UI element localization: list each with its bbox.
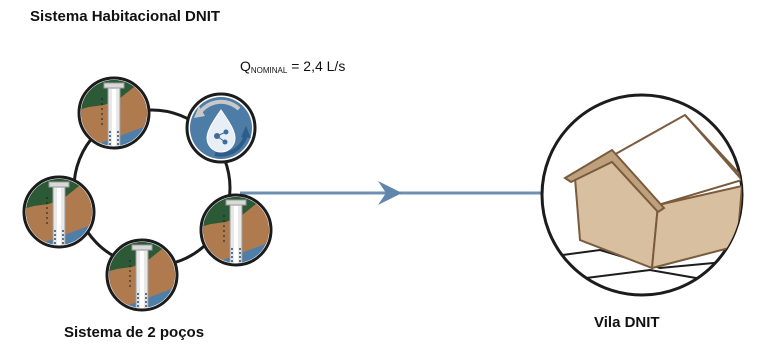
- well-icon-top: [74, 73, 154, 155]
- flow-subscript: NOMINAL: [250, 66, 288, 75]
- flow-arrow-icon: [378, 181, 402, 205]
- house-caption: Vila DNIT: [594, 314, 660, 331]
- page-title: Sistema Habitacional DNIT: [30, 8, 221, 25]
- flow-symbol: Q: [240, 58, 251, 74]
- flow-value: = 2,4 L/s: [287, 58, 346, 74]
- well-icon-right: [196, 190, 276, 272]
- wells-caption: Sistema de 2 poços: [64, 324, 205, 341]
- treatment-icon: [185, 92, 257, 164]
- well-icon-left: [19, 172, 99, 254]
- well-icon-bottom: [102, 235, 182, 317]
- house-icon: [540, 93, 744, 297]
- flow-rate-label: QNOMINAL = 2,4 L/s: [240, 58, 346, 75]
